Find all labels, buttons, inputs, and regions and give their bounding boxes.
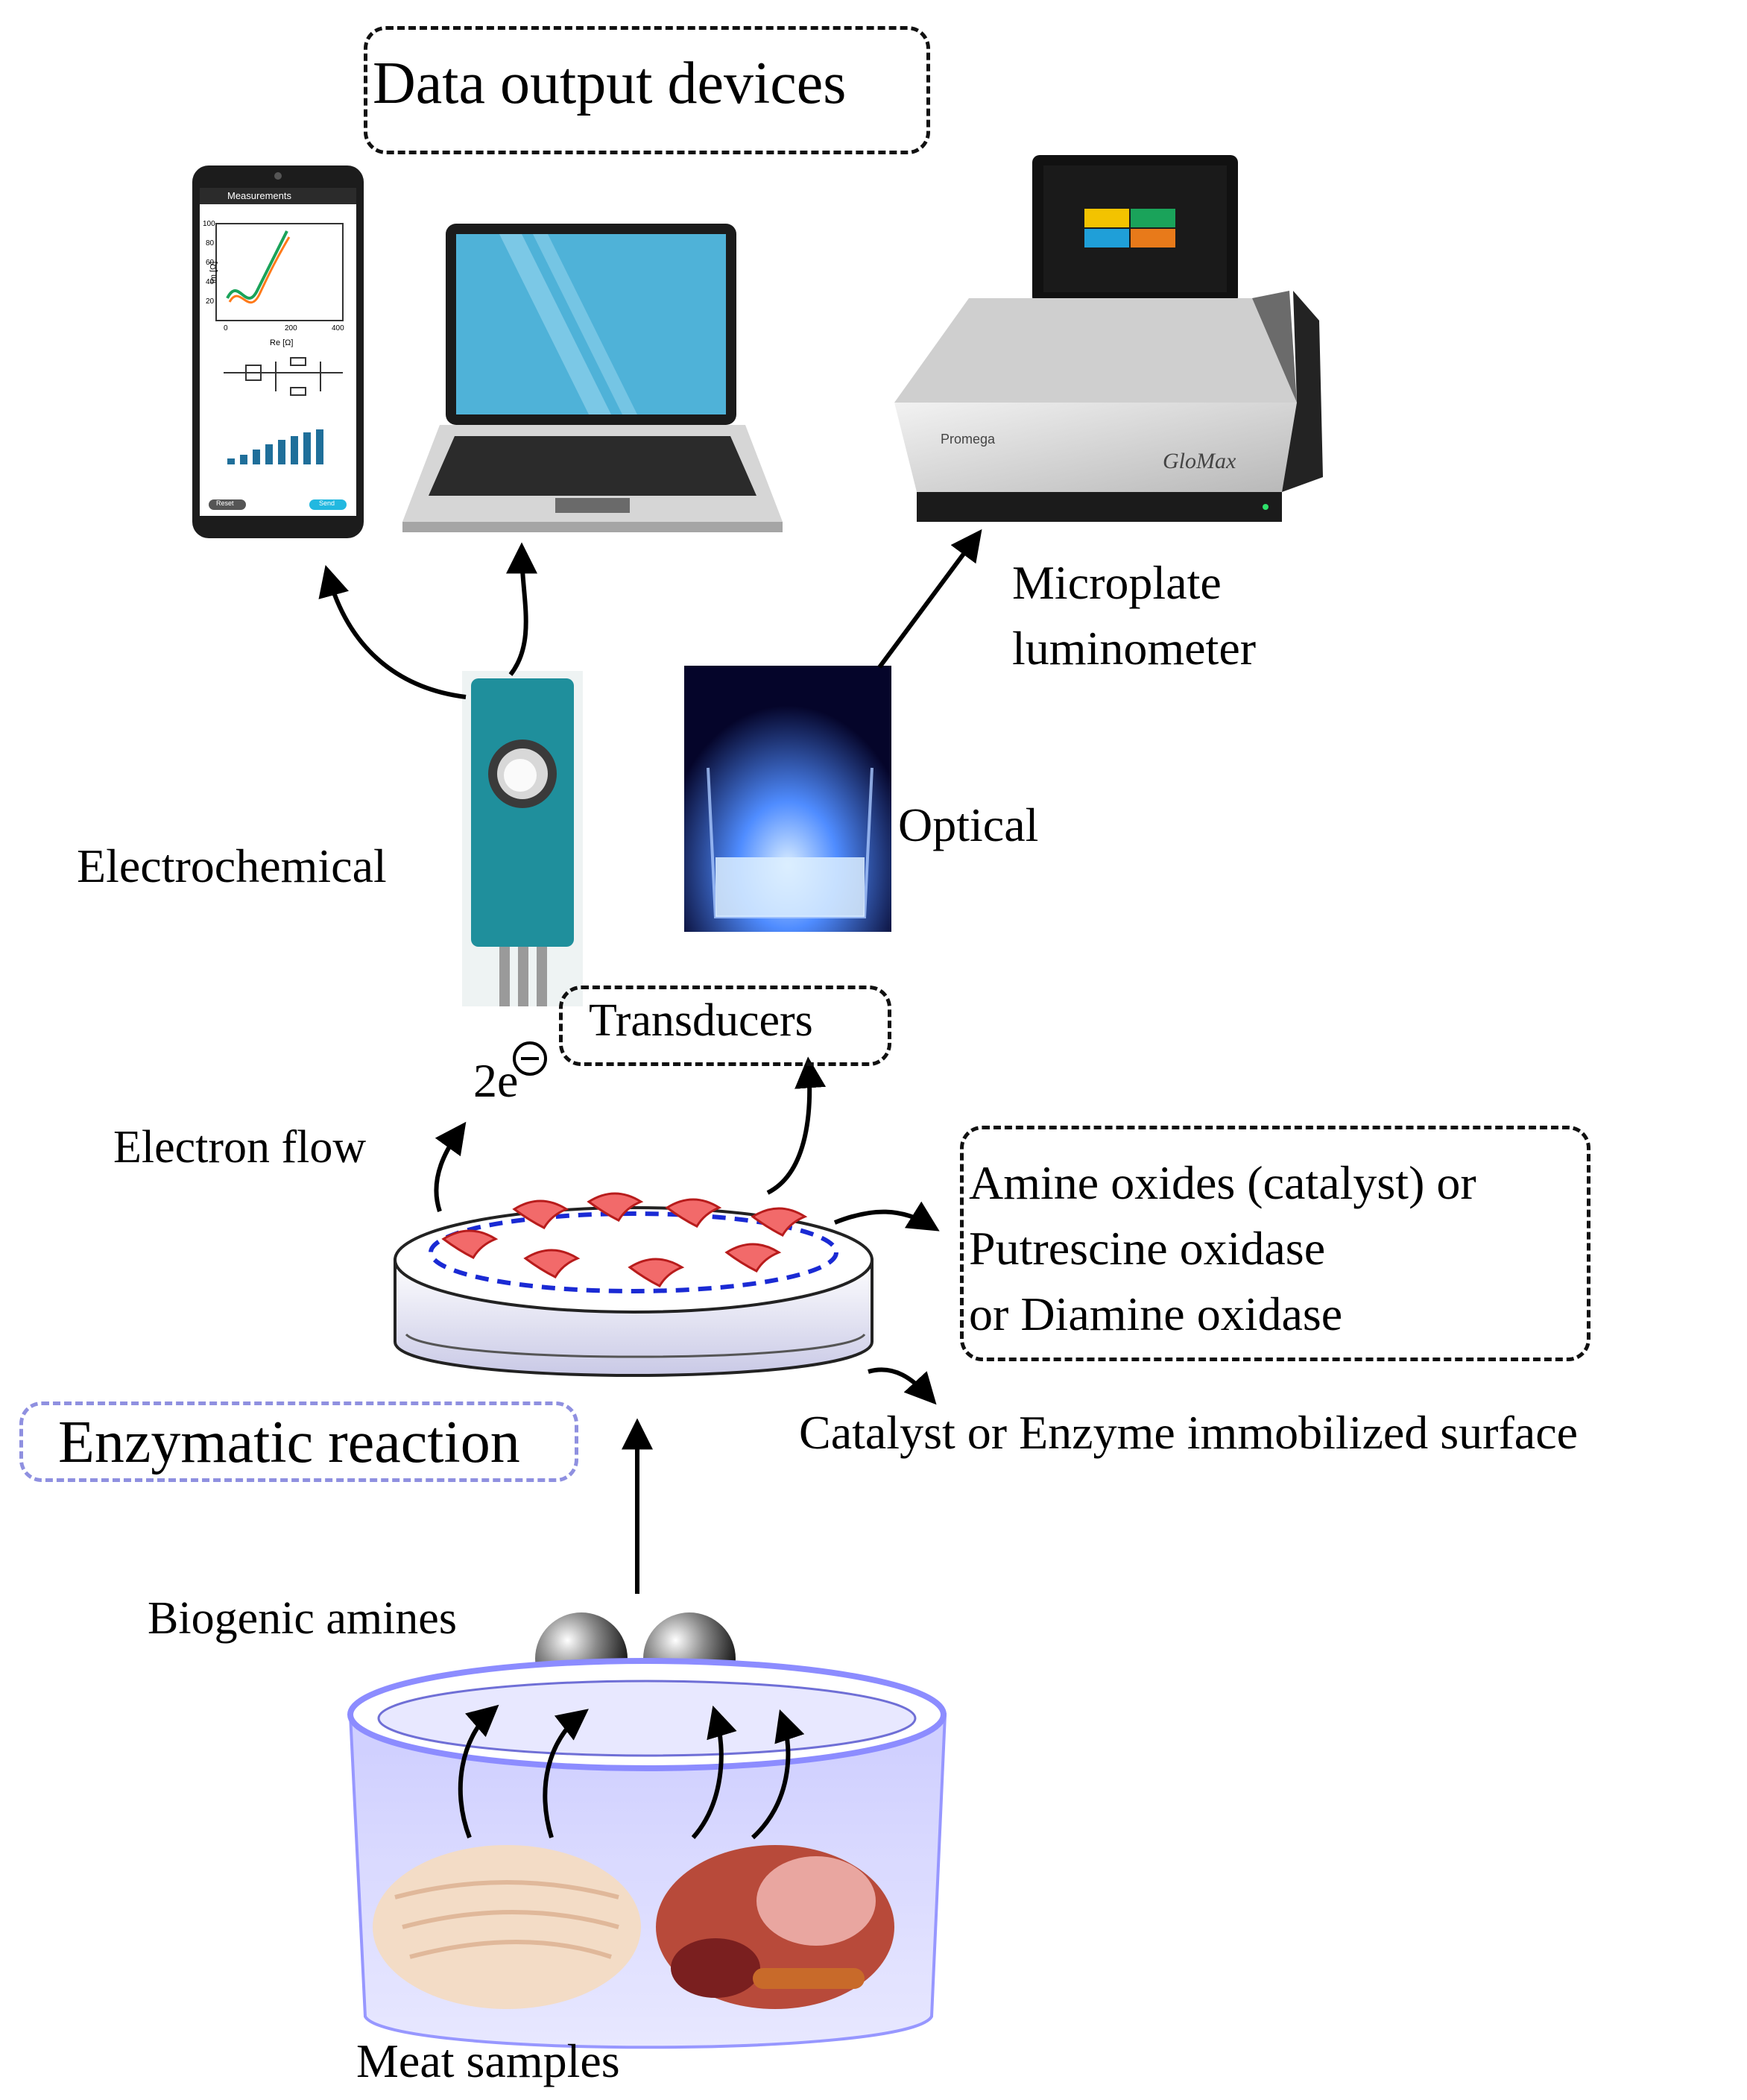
phone-y-tick: 60: [206, 259, 215, 267]
microplate-luminometer-label-line1: Microplate: [1012, 556, 1222, 609]
catalyst-line-3: or Diamine oxidase: [969, 1287, 1343, 1340]
phone-y-tick: 80: [206, 239, 215, 247]
electron-flow-label: Electron flow: [113, 1122, 367, 1173]
arrow-dish-to-transducers: [766, 1056, 827, 1195]
arrow-sensor-to-laptop: [506, 542, 538, 676]
phone-send-button[interactable]: Send: [319, 499, 335, 507]
arrow-sensor-to-phone: [318, 564, 467, 699]
phone-y-tick: 100: [203, 220, 215, 228]
arrow-dish-to-surface-label: [868, 1367, 937, 1405]
arrow-meat-to-amines-1: [691, 1705, 737, 1839]
phone-reset-button[interactable]: Reset: [216, 499, 234, 507]
transducers-box: [559, 986, 891, 1066]
phone-x-axis-label: Re [Ω]: [270, 338, 294, 347]
enzymatic-box: [19, 1401, 578, 1482]
optical-label: Optical: [898, 798, 1039, 851]
transducers-label: Transducers: [589, 995, 813, 1046]
enzyme-molecules: [441, 1192, 808, 1287]
arrow-optical-to-luminometer: [877, 529, 982, 669]
arrow-enzyme-to-label: [833, 1201, 940, 1232]
luminometer-icon: [894, 155, 1323, 522]
arrow-fish-to-amines-1: [458, 1704, 499, 1839]
phone-x-tick: 0: [224, 324, 228, 332]
laptop-icon: [402, 224, 783, 532]
flow-arrows: [318, 529, 982, 1840]
luminometer-brand: GloMax: [1163, 449, 1236, 473]
electrochemical-sensor-icon: [462, 671, 583, 1006]
enzymatic-reaction-label: Enzymatic reaction: [58, 1410, 520, 1475]
electrochemical-label: Electrochemical: [77, 839, 387, 892]
catalyst-line-2: Putrescine oxidase: [969, 1222, 1326, 1275]
arrow-fish-to-amines-2: [543, 1709, 589, 1838]
petri-dish-icon: [394, 1206, 874, 1377]
diagram-title: Data output devices: [373, 51, 847, 116]
phone-y-tick: 20: [206, 297, 215, 306]
arrow-meat-to-amines-2: [751, 1709, 805, 1840]
catalyst-line-1: Amine oxides (catalyst) or: [969, 1156, 1476, 1209]
luminometer-maker: Promega: [941, 432, 996, 447]
electron-minus-icon: [513, 1041, 547, 1076]
microplate-luminometer-label-line2: luminometer: [1012, 622, 1257, 675]
meat-samples-label: Meat samples: [356, 2034, 620, 2087]
phone-x-tick: 200: [285, 324, 297, 332]
fish-fillet-image: [373, 1845, 641, 2009]
biogenic-amines-label: Biogenic amines: [148, 1593, 457, 1644]
optical-beaker-icon: [684, 666, 891, 932]
arrow-dish-to-electron: [434, 1121, 467, 1212]
red-meat-image: [656, 1845, 894, 2009]
electron-count-label: 2e: [473, 1054, 519, 1107]
smartphone-icon: [192, 165, 364, 538]
phone-y-tick: 40: [206, 278, 215, 286]
output-devices-box: [364, 26, 930, 154]
phone-x-tick: 400: [332, 324, 344, 332]
immobilized-surface-label: Catalyst or Enzyme immobilized surface: [799, 1406, 1578, 1459]
phone-header: Measurements: [227, 190, 291, 201]
catalyst-box: [960, 1126, 1590, 1361]
